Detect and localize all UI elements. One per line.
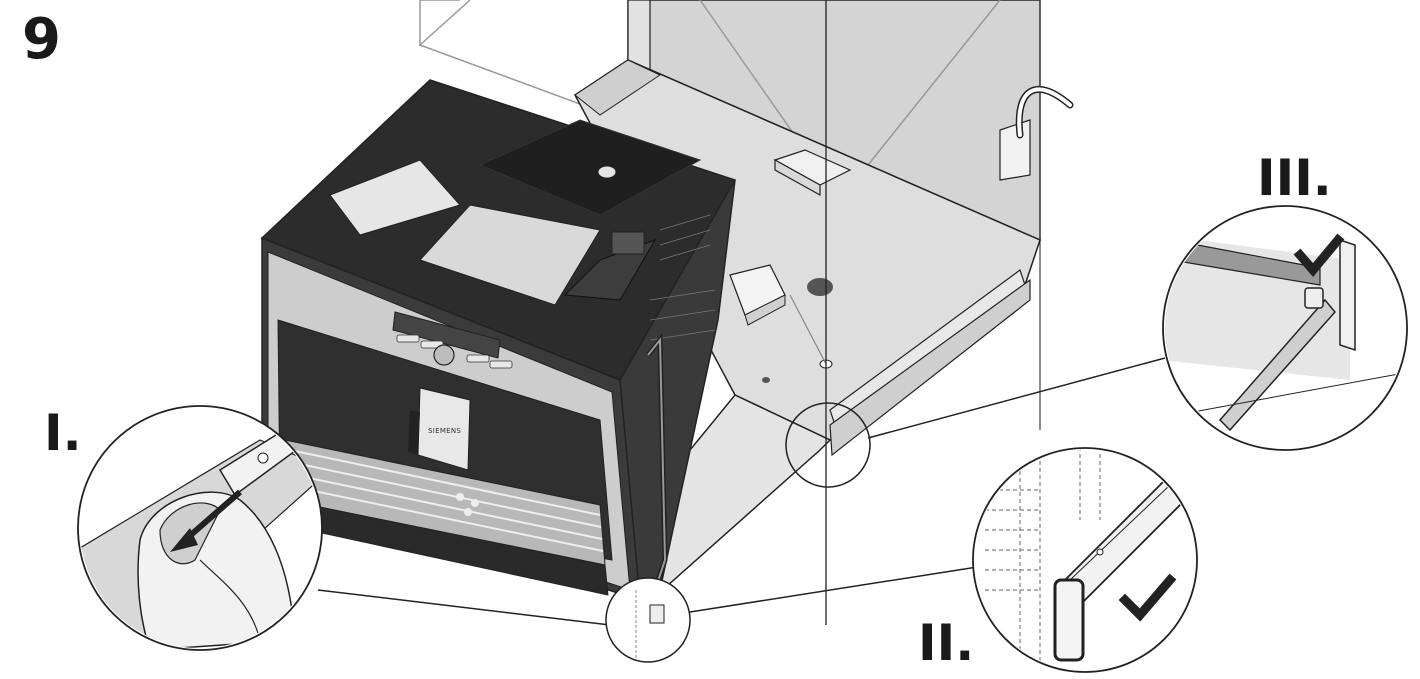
detail-circle-ii: [972, 447, 1198, 673]
checkmark-icon: [1293, 233, 1345, 277]
connector-block: [729, 264, 827, 365]
pointer-circle-iii: [785, 357, 1166, 488]
niche-floor: [574, 59, 1041, 612]
checkmark-icon: [1118, 573, 1177, 622]
coffee-machine: SIEMENS: [260, 79, 737, 602]
step-number: 9: [22, 7, 61, 72]
detail-circle-i: [77, 405, 611, 651]
label-step-iii: III.: [1257, 149, 1332, 207]
detail-circle-iii: [1162, 205, 1408, 451]
brand-text: SIEMENS: [428, 427, 461, 435]
arrow-icon: [183, 489, 242, 543]
label-step-ii: II.: [918, 614, 975, 672]
pointer-circle-ii: [605, 564, 991, 663]
label-step-i: I.: [44, 404, 82, 462]
mounting-bracket: [773, 119, 1031, 197]
